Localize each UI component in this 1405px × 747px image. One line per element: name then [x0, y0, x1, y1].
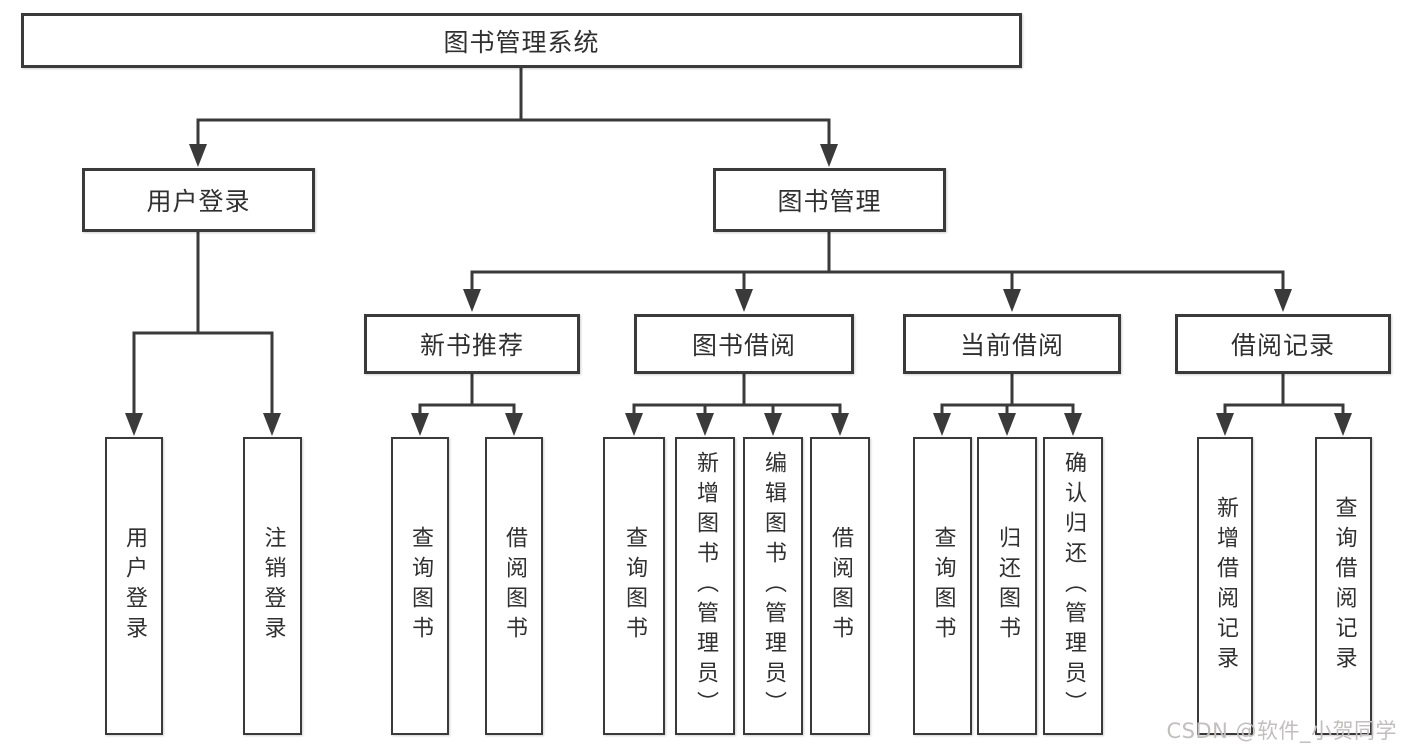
leaf-query-borrow-record: 查询借阅记录 — [1315, 437, 1372, 735]
leaf-edit-book-admin: 编辑图书（管理员） — [743, 437, 803, 735]
leaf-borrow-books-recommend-label: 借阅图书 — [502, 526, 527, 646]
node-book-management: 图书管理 — [713, 168, 946, 232]
leaf-query-books-current: 查询图书 — [913, 437, 972, 735]
leaf-return-books: 归还图书 — [977, 437, 1037, 735]
leaf-borrow-books-recommend: 借阅图书 — [485, 437, 543, 735]
leaf-query-books-borrowing: 查询图书 — [603, 437, 665, 735]
leaf-user-login-label: 用户登录 — [122, 526, 147, 646]
leaf-add-borrow-record-label: 新增借阅记录 — [1213, 496, 1238, 676]
csdn-watermark: CSDN @软件_小贺同学 — [1166, 719, 1397, 743]
node-book-borrowing: 图书借阅 — [634, 314, 854, 374]
leaf-edit-book-admin-label: 编辑图书（管理员） — [761, 451, 786, 721]
leaf-user-login: 用户登录 — [105, 437, 163, 735]
leaf-add-book-admin-label: 新增图书（管理员） — [693, 451, 718, 721]
node-user-login: 用户登录 — [82, 168, 315, 232]
leaf-logout-label: 注销登录 — [260, 526, 286, 646]
leaf-query-books-recommend: 查询图书 — [391, 437, 449, 735]
leaf-query-borrow-record-label: 查询借阅记录 — [1331, 496, 1357, 676]
node-root-library-management-system: 图书管理系统 — [21, 13, 1022, 68]
leaf-confirm-return-admin: 确认归还（管理员） — [1043, 437, 1103, 735]
leaf-query-books-recommend-label: 查询图书 — [408, 526, 433, 646]
arrowheads — [125, 144, 1352, 436]
connector-path — [132, 68, 1345, 416]
node-borrowing-records: 借阅记录 — [1175, 314, 1391, 374]
leaf-query-books-borrowing-label: 查询图书 — [622, 526, 647, 646]
leaf-logout: 注销登录 — [243, 437, 302, 735]
leaf-query-books-current-label: 查询图书 — [930, 526, 956, 646]
leaf-borrow-books-borrowing-label: 借阅图书 — [828, 526, 853, 646]
node-current-borrowing: 当前借阅 — [903, 314, 1121, 374]
leaf-return-books-label: 归还图书 — [995, 526, 1020, 646]
leaf-confirm-return-admin-label: 确认归还（管理员） — [1061, 451, 1086, 721]
node-new-book-recommendation: 新书推荐 — [364, 314, 580, 374]
leaf-add-borrow-record: 新增借阅记录 — [1197, 437, 1253, 735]
leaf-borrow-books-borrowing: 借阅图书 — [810, 437, 870, 735]
leaf-add-book-admin: 新增图书（管理员） — [675, 437, 735, 735]
